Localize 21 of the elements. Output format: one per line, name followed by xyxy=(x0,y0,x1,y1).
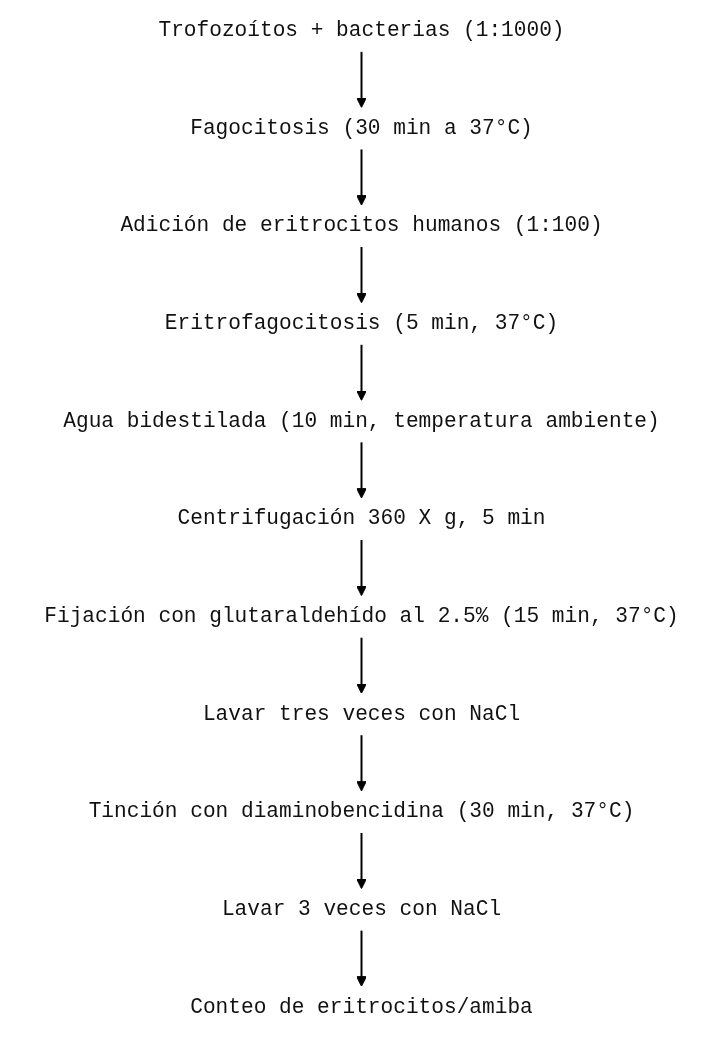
node-text: Eritrofagocitosis (5 min, 37°C) xyxy=(164,311,559,336)
arrow xyxy=(356,831,367,890)
arrow xyxy=(356,148,367,206)
arrow xyxy=(356,50,367,109)
arrow xyxy=(356,734,367,792)
arrow xyxy=(356,441,367,499)
node-text: Lavar 3 veces con NaCl xyxy=(221,897,502,922)
arrow xyxy=(356,929,367,987)
arrow xyxy=(356,343,367,401)
node-text: Trofozoítos + bacterias (1:1000) xyxy=(158,18,565,43)
arrow xyxy=(356,538,367,597)
arrow xyxy=(356,636,367,694)
arrow xyxy=(356,245,367,304)
node-text: Adición de eritrocitos humanos (1:100) xyxy=(120,213,603,238)
node-text: Lavar tres veces con NaCl xyxy=(202,702,521,726)
node-text: Centrifugación 360 X g, 5 min xyxy=(177,506,546,531)
node-text: Agua bidestilada (10 min, temperatura ambiente) xyxy=(63,409,660,433)
node-text: Tinción con diaminobencidina (30 min, 37°C) xyxy=(88,799,635,824)
node-text: Conteo de eritrocitos/amiba xyxy=(190,995,533,1019)
node-text: Fijación con glutaraldehído al 2.5% (15 min, 37°C) xyxy=(44,604,679,629)
node-text: Fagocitosis (30 min a 37°C) xyxy=(190,116,533,140)
